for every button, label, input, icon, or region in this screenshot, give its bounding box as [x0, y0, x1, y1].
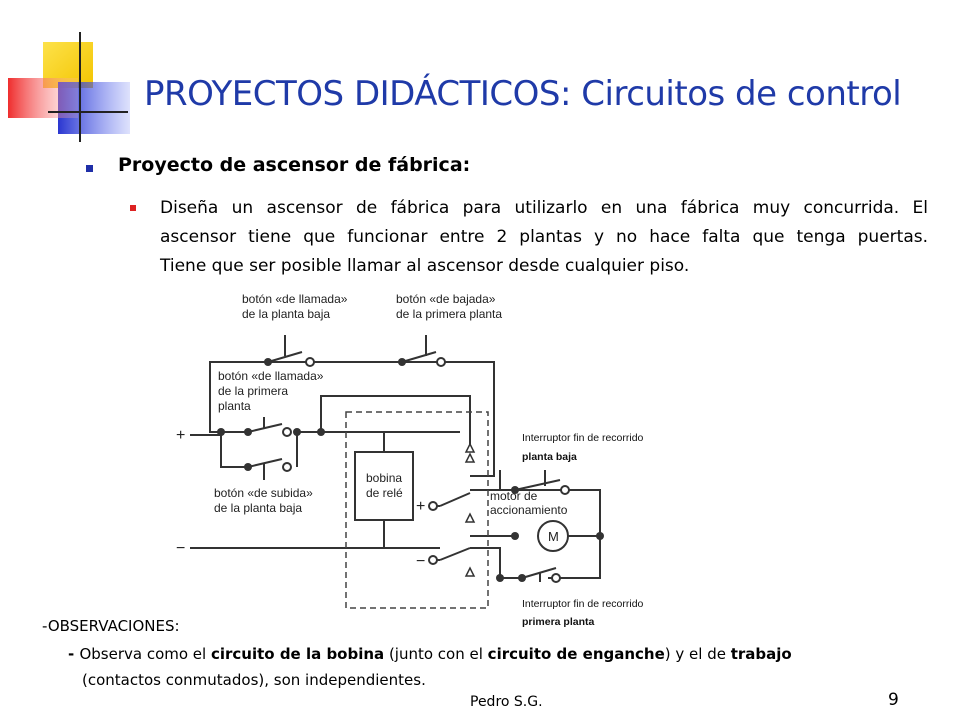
observations-segment: -: [68, 645, 80, 663]
motor-symbol: M: [548, 529, 559, 544]
minus-sign: −: [416, 553, 425, 570]
observations-title: -OBSERVACIONES:: [42, 617, 180, 635]
label-btn-llamada-pb: botón «de llamada»: [242, 292, 348, 306]
observations-line: (contactos conmutados), son independient…: [82, 671, 426, 689]
observations-segment: circuito de la bobina: [210, 645, 385, 663]
label-btn-llamada-pp: botón «de llamada»: [218, 369, 324, 383]
footer-author: Pedro S.G.: [470, 694, 543, 710]
label-bobina: de relé: [366, 486, 403, 500]
observations-segment: (junto con el: [384, 645, 488, 663]
label-btn-llamada-pp: de la primera: [218, 384, 288, 398]
label-interruptor-pp: primera planta: [522, 616, 595, 628]
plus-sign: +: [416, 498, 425, 515]
minus-sign: −: [176, 540, 185, 557]
paragraph-line: Diseña un ascensor de fábrica para utili…: [160, 198, 928, 218]
label-motor: accionamiento: [490, 503, 568, 517]
label-motor: motor de: [490, 489, 538, 503]
observations-segment: Observa como el: [79, 645, 211, 663]
page-title: PROYECTOS DIDÁCTICOS: Circuitos de contr…: [144, 74, 902, 114]
observations-line: - Observa como el circuito de la bobina …: [68, 645, 792, 663]
label-btn-llamada-pb: de la planta baja: [242, 307, 330, 321]
label-btn-bajada-pp: botón «de bajada»: [396, 292, 496, 306]
label-interruptor-pp: Interruptor fin de recorrido: [522, 598, 644, 610]
page-number: 9: [888, 690, 899, 710]
paragraph-line: Tiene que ser posible llamar al ascensor…: [160, 256, 690, 276]
label-btn-llamada-pp: planta: [218, 399, 251, 413]
label-btn-subida-pb: botón «de subida»: [214, 486, 313, 500]
label-interruptor-pb: Interruptor fin de recorrido: [522, 432, 644, 444]
paragraph-line: ascensor tiene que funcionar entre 2 pla…: [160, 227, 928, 247]
section-heading: Proyecto de ascensor de fábrica:: [118, 154, 471, 176]
label-btn-subida-pb: de la planta baja: [214, 501, 302, 515]
bullet-icon: [130, 205, 136, 211]
description-paragraph: Diseña un ascensor de fábrica para utili…: [160, 194, 928, 281]
label-bobina: bobina: [366, 471, 402, 485]
circuit-diagram: botón «de llamada» de la planta baja bot…: [176, 292, 644, 628]
label-interruptor-pb: planta baja: [522, 451, 577, 463]
plus-sign: +: [176, 427, 185, 444]
observations-segment: circuito de enganche: [487, 645, 665, 663]
observations-segment: ) y el de: [664, 645, 731, 663]
bullet-icon: [86, 165, 93, 172]
label-btn-bajada-pp: de la primera planta: [396, 307, 502, 321]
observations-segment: trabajo: [730, 645, 792, 663]
decorative-logo: [8, 32, 130, 142]
